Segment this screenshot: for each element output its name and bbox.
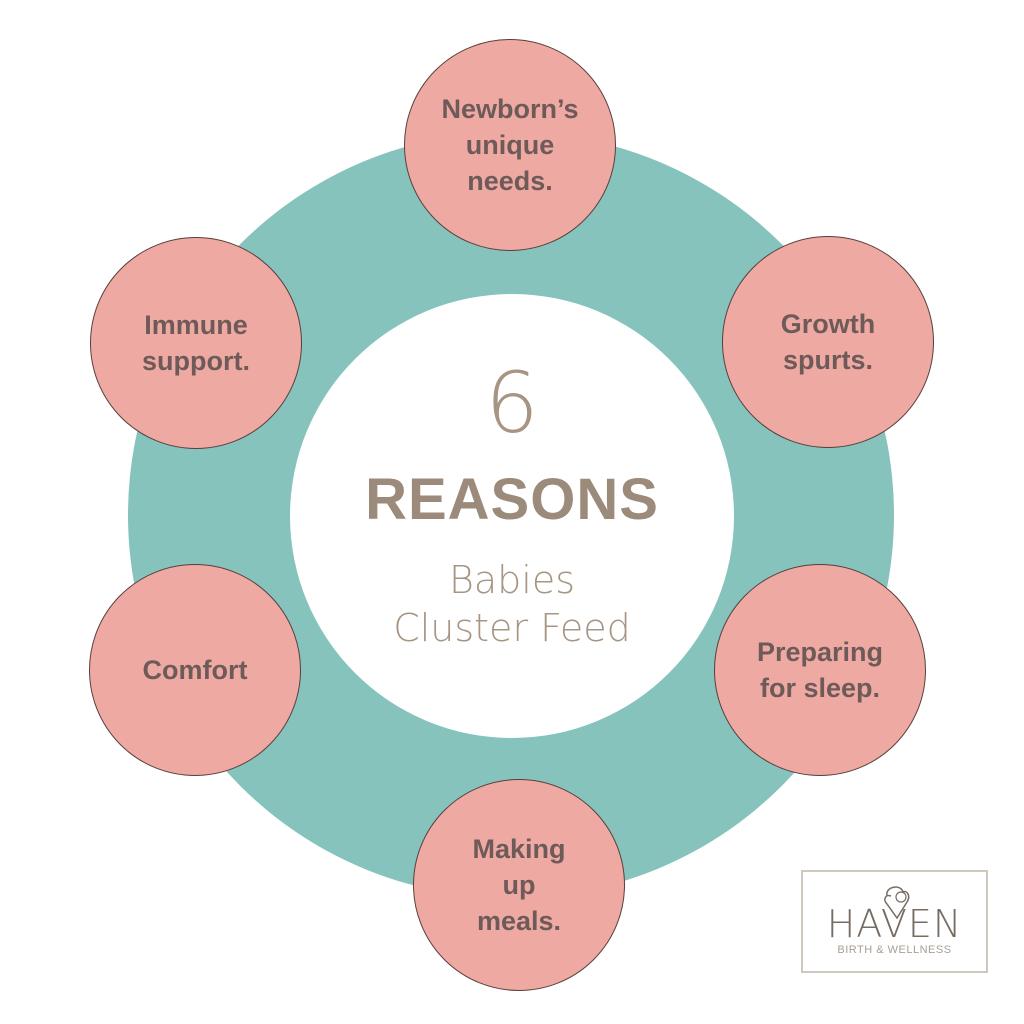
reason-immune-support: Immune support.: [90, 237, 302, 449]
subtitle-line-2: Cluster Feed: [393, 606, 631, 650]
reason-preparing-sleep: Preparing for sleep.: [714, 564, 926, 776]
haven-logo: HAVEN BIRTH & WELLNESS: [801, 870, 988, 973]
title-reasons: REASONS: [365, 467, 659, 532]
mother-baby-icon: [884, 886, 910, 920]
logo-tagline: BIRTH & WELLNESS: [837, 944, 952, 956]
reason-making-up-meals: Making up meals.: [413, 779, 625, 991]
subtitle-line-1: Babies: [448, 558, 576, 602]
reason-growth-spurts: Growth spurts.: [722, 236, 934, 448]
logo-name: HAVEN: [826, 902, 963, 946]
subtitle: Babies Cluster Feed: [290, 556, 734, 652]
reason-newborn-needs: Newborn’s unique needs.: [404, 39, 616, 251]
reason-count: 6: [485, 354, 539, 452]
reason-comfort: Comfort: [89, 564, 301, 776]
center-circle: [290, 294, 734, 738]
